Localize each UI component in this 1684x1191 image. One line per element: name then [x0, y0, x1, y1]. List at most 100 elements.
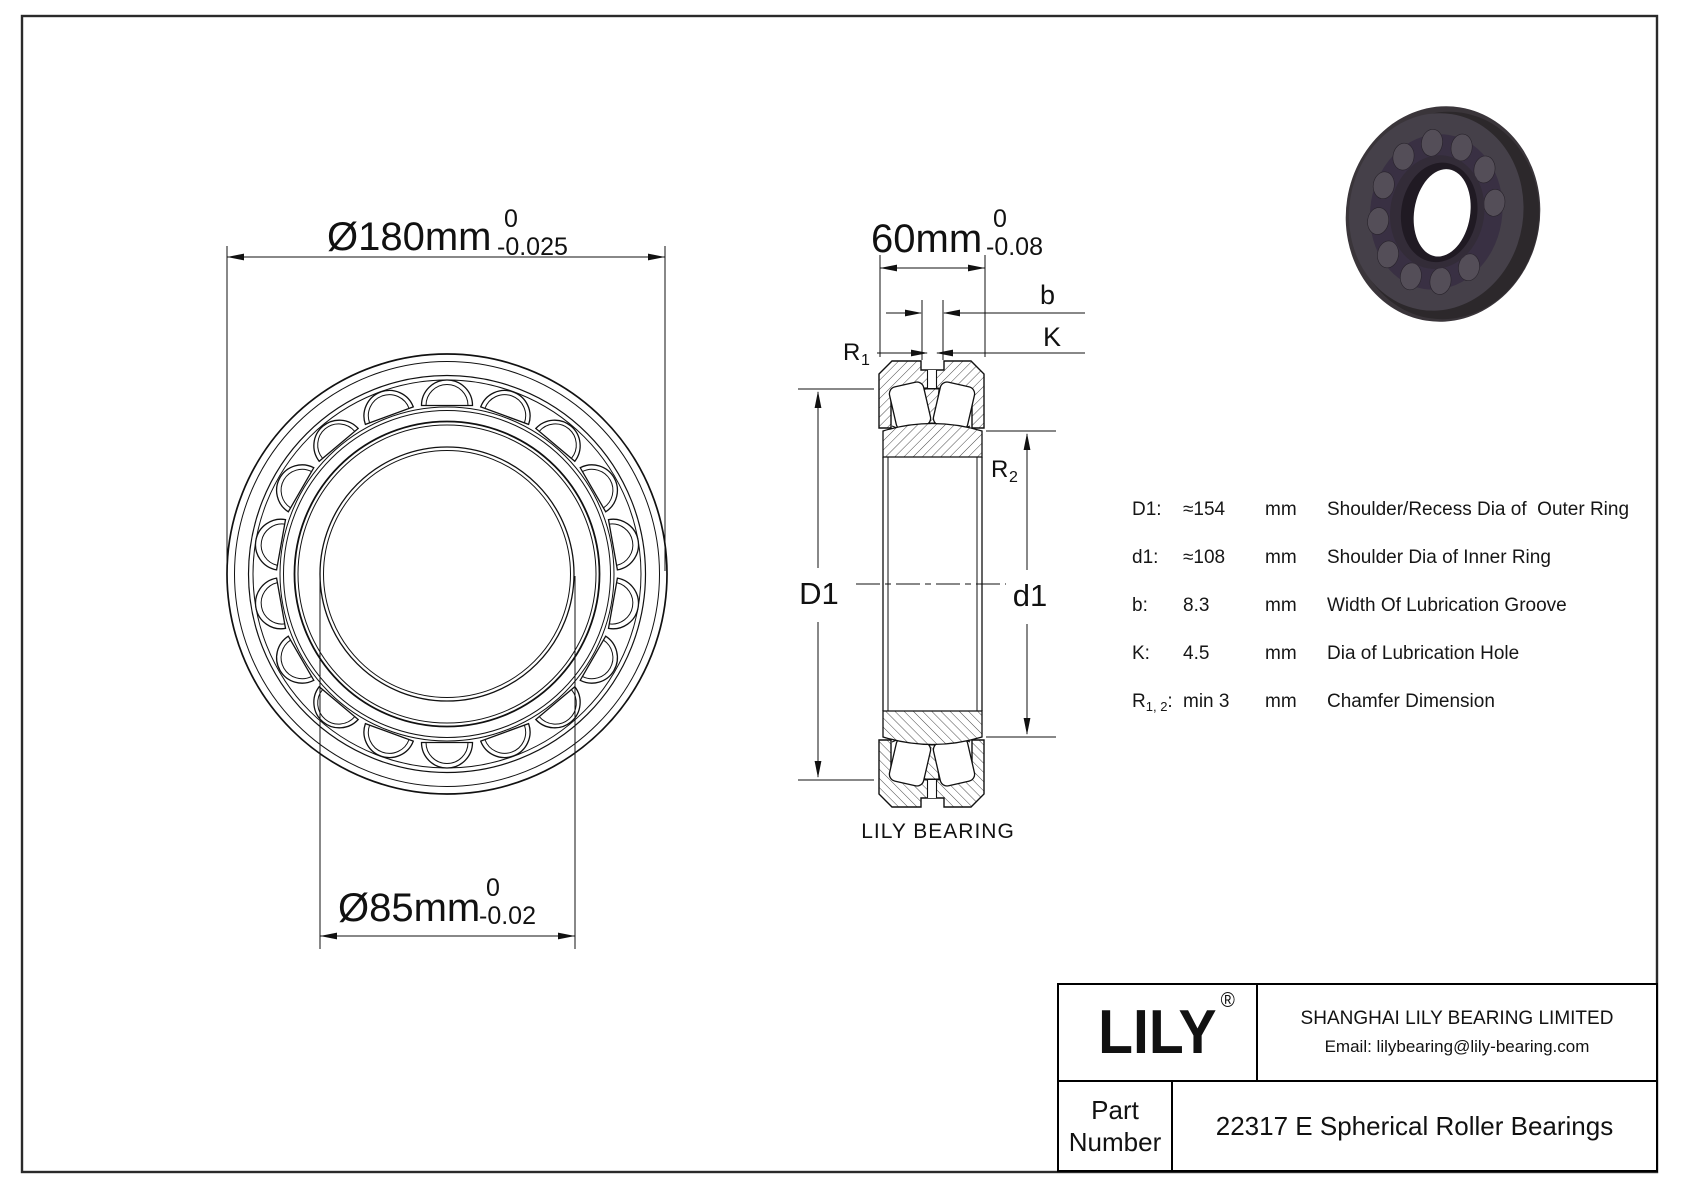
inner-shoulder-label: d1 — [1013, 578, 1047, 613]
front-ring-circle — [234, 361, 660, 787]
front-ring-circle — [283, 410, 611, 738]
spec-unit: mm — [1265, 643, 1297, 664]
spec-row-k: K: 4.5 mm Dia of Lubrication Hole — [1132, 643, 1652, 669]
chamfer-r2-sub: 2 — [1009, 469, 1018, 486]
arrowhead — [1023, 433, 1031, 450]
arrowhead — [943, 309, 960, 317]
spec-label: d1: — [1132, 547, 1159, 568]
part-label-line1: Part — [1091, 1095, 1139, 1125]
width-dim: 60mm — [871, 217, 982, 261]
front-roller — [607, 577, 640, 630]
bearing-3d-render — [1345, 106, 1541, 322]
render-roller-bump — [1377, 240, 1399, 269]
render-roller-bump — [1392, 142, 1415, 171]
spec-label: D1: — [1132, 499, 1162, 520]
width-tol-top: 0 — [993, 205, 1007, 233]
spec-row-d1-outer: D1: ≈154 mm Shoulder/Recess Dia of Outer… — [1132, 499, 1652, 525]
section-caption: LILY BEARING — [861, 820, 1015, 843]
outer-shoulder-label: D1 — [799, 576, 839, 611]
arrowhead — [1023, 718, 1031, 735]
part-number-label-cell: Part Number — [1059, 1082, 1173, 1170]
spec-unit: mm — [1265, 595, 1297, 616]
spec-desc: Shoulder/Recess Dia of Outer Ring — [1327, 499, 1630, 520]
spec-label: K: — [1132, 643, 1150, 664]
front-roller-inner-line — [538, 423, 577, 459]
part-name-cell: 22317 E Spherical Roller Bearings — [1215, 1110, 1614, 1141]
bore-diameter-tol-bottom: -0.02 — [479, 902, 536, 930]
registered-mark: ® — [1220, 989, 1236, 1012]
dimension-text: Ø180mm 0 -0.025 Ø85mm 0 -0.02 60mm 0 -0.… — [327, 205, 1061, 930]
logo-cell: LILY® — [1059, 985, 1258, 1080]
arrowhead — [648, 253, 665, 261]
front-ring-circle — [247, 374, 647, 774]
spec-value: 8.3 — [1183, 595, 1210, 616]
front-roller — [534, 685, 581, 729]
spec-unit: mm — [1265, 499, 1297, 520]
title-block: LILY® SHANGHAI LILY BEARING LIMITED Emai… — [1057, 983, 1658, 1172]
part-label-line2: Number — [1068, 1127, 1162, 1157]
front-roller — [313, 419, 360, 463]
spec-value: 4.5 — [1183, 643, 1210, 664]
front-roller-inner-line — [317, 423, 356, 459]
front-ring-circle — [319, 446, 575, 702]
front-roller — [254, 577, 287, 630]
front-ring-circle — [252, 379, 642, 769]
width-tol-bottom: -0.08 — [986, 233, 1043, 261]
company-cell: SHANGHAI LILY BEARING LIMITED Email: lil… — [1258, 985, 1656, 1080]
spec-row-d1-inner: d1: ≈108 mm Shoulder Dia of Inner Ring — [1132, 547, 1652, 573]
arrowhead — [320, 932, 337, 940]
arrowhead — [814, 391, 822, 408]
front-ring-circle — [297, 424, 597, 724]
arrowhead — [227, 253, 244, 261]
front-roller — [534, 419, 581, 463]
front-roller-inner-line — [609, 523, 634, 566]
render-roller-bump — [1473, 155, 1496, 184]
spec-unit: mm — [1265, 547, 1297, 568]
spec-value: ≈154 — [1183, 499, 1226, 520]
arrowhead — [936, 349, 953, 357]
spec-desc: Chamfer Dimension — [1327, 691, 1495, 712]
spec-label: R1, 2: — [1132, 691, 1173, 714]
front-roller-inner-line — [367, 725, 410, 754]
arrowhead — [905, 309, 922, 317]
company-email: Email: lilybearing@lily-bearing.com — [1324, 1037, 1590, 1056]
arrowhead — [558, 932, 575, 940]
front-roller — [313, 685, 360, 729]
groove-width-label: b — [1040, 280, 1055, 310]
spec-row-r12: R1, 2: min 3 mm Chamfer Dimension — [1132, 691, 1652, 717]
front-roller-inner-line — [425, 742, 469, 764]
front-ring-circle — [279, 406, 615, 742]
render-roller-bump — [1421, 129, 1443, 157]
spec-value: min 3 — [1183, 691, 1230, 712]
company-name: SHANGHAI LILY BEARING LIMITED — [1300, 1008, 1614, 1029]
bore-diameter-dim: Ø85mm — [338, 886, 480, 930]
front-ring-circle — [323, 450, 571, 698]
front-roller-inner-line — [317, 689, 356, 725]
dimension-lines — [226, 246, 1085, 949]
outer-diameter-tol-bottom: -0.025 — [497, 233, 568, 261]
drawing-frame — [20, 14, 1659, 1174]
front-roller-inner-line — [582, 468, 614, 509]
outer-diameter-tol-top: 0 — [504, 205, 518, 233]
front-ring-circle — [226, 353, 668, 795]
front-roller — [254, 518, 287, 571]
arrowhead — [880, 264, 897, 272]
front-ring-circle — [293, 420, 601, 728]
front-roller — [420, 741, 474, 769]
front-roller-inner-line — [484, 725, 527, 754]
bearing-section-view — [856, 360, 1006, 808]
front-roller-inner-line — [367, 394, 410, 423]
spec-desc: Dia of Lubrication Hole — [1327, 643, 1520, 664]
front-roller — [607, 518, 640, 571]
section-top-half — [878, 360, 985, 458]
front-roller-inner-line — [484, 394, 527, 423]
spec-unit: mm — [1265, 691, 1297, 712]
roller-bumps — [1367, 129, 1506, 295]
chamfer-r2-label: R — [991, 456, 1008, 483]
front-roller-inner-line — [280, 468, 312, 509]
front-roller-inner-line — [280, 639, 312, 680]
inner-ring-section — [882, 422, 983, 458]
title-block-top-row: LILY® SHANGHAI LILY BEARING LIMITED Emai… — [1059, 985, 1656, 1082]
